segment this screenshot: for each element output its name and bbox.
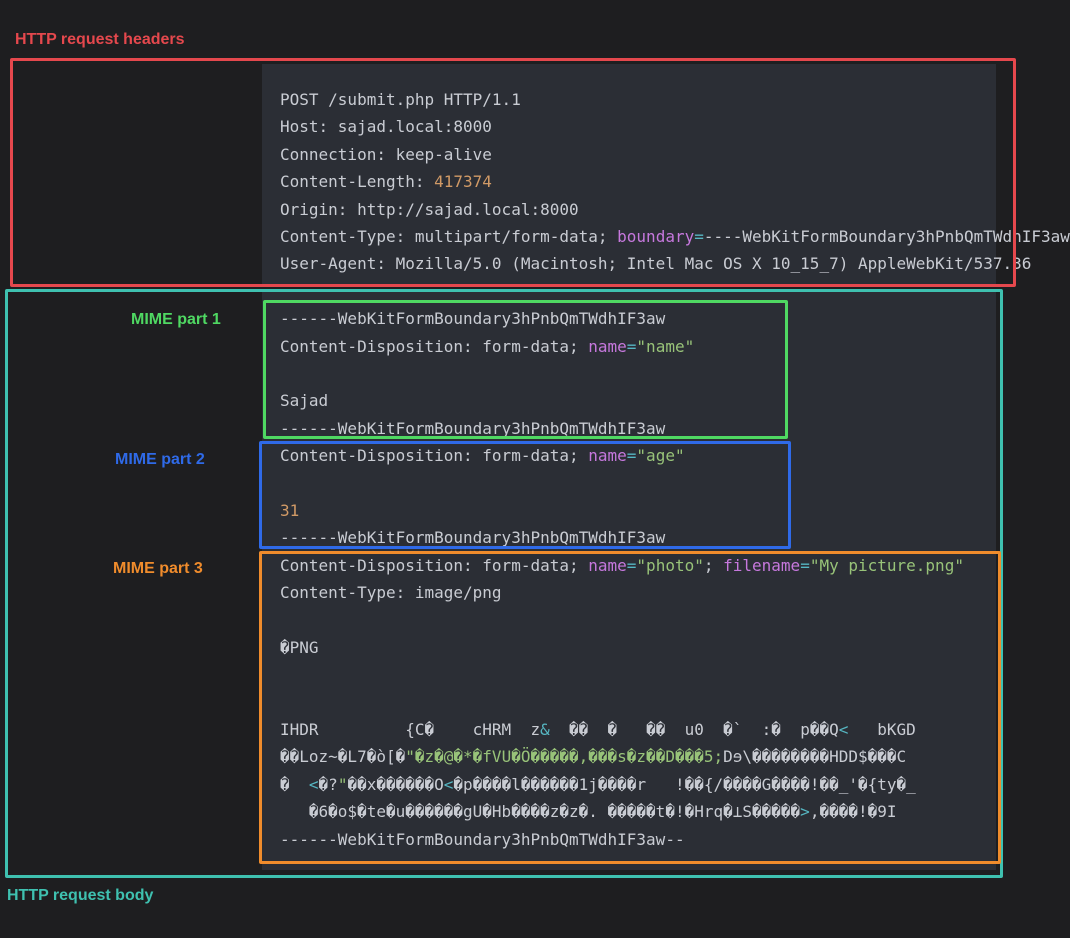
code-token: Content-Disposition: form-data;: [280, 555, 589, 575]
code-token: "�z�@�*�fVU�Ö�����,���s�z��D���5;: [405, 747, 724, 767]
code-token: <: [838, 719, 849, 739]
code-line: POST /submit.php HTTP/1.1: [280, 86, 996, 113]
code-token: >: [800, 802, 810, 822]
code-token: 31: [280, 500, 300, 520]
headers-outline: [10, 58, 1016, 287]
code-token: ------WebKitFormBoundary3hPnbQmTWdhIF3aw: [280, 309, 666, 329]
code-line: Connection: keep-alive: [280, 141, 996, 168]
code-token: ,����!�9I: [809, 802, 897, 822]
code-token: =: [626, 446, 637, 466]
code-token: Content-Disposition: form-data;: [280, 336, 589, 356]
code-token: =: [694, 226, 704, 246]
code-line: Host: sajad.local:8000: [280, 113, 996, 140]
code-line: ------WebKitFormBoundary3hPnbQmTWdhIF3aw…: [280, 826, 996, 853]
body-label: HTTP request body: [7, 887, 154, 904]
code-line: User-Agent: Mozilla/5.0 (Macintosh; Inte…: [280, 250, 1031, 277]
code-line: ��Loz~�L7�ò[�"�z�@�*�fVU�Ö�����,���s�z��…: [280, 743, 996, 770]
code-line: ------WebKitFormBoundary3hPnbQmTWdhIF3aw: [280, 524, 996, 551]
mime-part-3-outline: [259, 551, 1001, 864]
code-line: �PNG: [280, 634, 996, 661]
code-token: User-Agent: Mozilla/5.0 (Macintosh; Inte…: [280, 254, 1032, 274]
code-line: IHDR {C� cHRM z& �� � �� u0 �` :� p��Q< …: [280, 716, 996, 743]
code-token: =: [800, 555, 810, 575]
code-token: ------WebKitFormBoundary3hPnbQmTWdhIF3aw: [280, 528, 666, 548]
headers-label: HTTP request headers: [15, 31, 185, 48]
mime-part-2-outline: [259, 441, 791, 549]
code-token: ;: [703, 555, 724, 575]
code-token: Origin: http://sajad.local:8000: [280, 199, 579, 219]
mime-part-1-label: MIME part 1: [131, 311, 221, 328]
code-line: Origin: http://sajad.local:8000: [280, 196, 996, 223]
code-token: "age": [636, 446, 685, 466]
code-line: Content-Disposition: form-data; name="ph…: [280, 552, 996, 579]
code-token: �p����l������1j����r !��{/����G����!��_'…: [453, 774, 916, 794]
code-line: ------WebKitFormBoundary3hPnbQmTWdhIF3aw: [280, 415, 996, 442]
code-token: �?: [318, 774, 338, 794]
code-token: Content-Type: multipart/form-data;: [280, 226, 618, 246]
code-token: =: [626, 555, 637, 575]
code-token: �6�o$�te�u������gU�Hb����z�z�. �����t�!�…: [280, 802, 801, 822]
code-token: Sajad: [280, 391, 329, 411]
code-token: �� � �� u0 �` :� p��Q: [549, 719, 839, 739]
code-token: &: [540, 719, 550, 739]
code-token: "photo": [636, 555, 704, 575]
mime-part-1-outline: [263, 300, 788, 439]
code-line: � <�?"��x������O<�p����l������1j����r !�…: [280, 771, 996, 798]
mime-part-2-label: MIME part 2: [115, 451, 205, 468]
code-token: <: [308, 774, 319, 794]
code-token: 417374: [434, 172, 492, 192]
mime-part-3-label: MIME part 3: [113, 560, 203, 577]
code-line: Content-Length: 417374: [280, 168, 996, 195]
code-token: name: [588, 336, 627, 356]
code-token: ": [337, 774, 348, 794]
code-token: ��Loz~�L7�ò[�: [280, 747, 406, 767]
code-token: Content-Type: image/png: [280, 583, 502, 603]
code-token: bKGD: [848, 719, 916, 739]
code-token: Connection: keep-alive: [280, 144, 492, 164]
code-line: Content-Disposition: form-data; name="ag…: [280, 442, 996, 469]
code-line: Content-Disposition: form-data; name="na…: [280, 333, 996, 360]
headers-code-panel: [262, 64, 996, 287]
code-line: Content-Type: image/png: [280, 579, 996, 606]
code-token: Dɘ\��������HDD$���C: [723, 747, 907, 767]
code-line: ------WebKitFormBoundary3hPnbQmTWdhIF3aw: [280, 305, 996, 332]
code-token: filename: [723, 555, 801, 575]
code-token: Content-Length:: [280, 172, 435, 192]
code-token: �PNG: [280, 637, 319, 657]
code-line: Sajad: [280, 387, 996, 414]
code-token: �: [280, 774, 309, 794]
code-line: 31: [280, 497, 996, 524]
code-token: name: [588, 446, 627, 466]
code-token: =: [626, 336, 637, 356]
code-token: name: [588, 555, 627, 575]
code-token: "My picture.png": [809, 555, 964, 575]
code-token: ------WebKitFormBoundary3hPnbQmTWdhIF3aw…: [280, 829, 685, 849]
code-token: Content-Disposition: form-data;: [280, 446, 589, 466]
body-code-panel: [262, 289, 996, 870]
code-token: ------WebKitFormBoundary3hPnbQmTWdhIF3aw: [280, 418, 666, 438]
code-token: boundary: [617, 226, 695, 246]
code-token: ��x������O: [347, 774, 444, 794]
code-token: ----WebKitFormBoundary3hPnbQmTWdhIF3aw: [703, 226, 1070, 246]
code-line: �6�o$�te�u������gU�Hb����z�z�. �����t�!�…: [280, 798, 996, 825]
code-token: "name": [636, 336, 695, 356]
code-token: Host: sajad.local:8000: [280, 117, 492, 137]
code-token: <: [443, 774, 454, 794]
code-line: Content-Type: multipart/form-data; bound…: [280, 223, 1070, 250]
code-token: POST /submit.php HTTP/1.1: [280, 90, 521, 109]
code-token: IHDR {C� cHRM z: [280, 719, 541, 739]
body-outline: [5, 289, 1003, 878]
